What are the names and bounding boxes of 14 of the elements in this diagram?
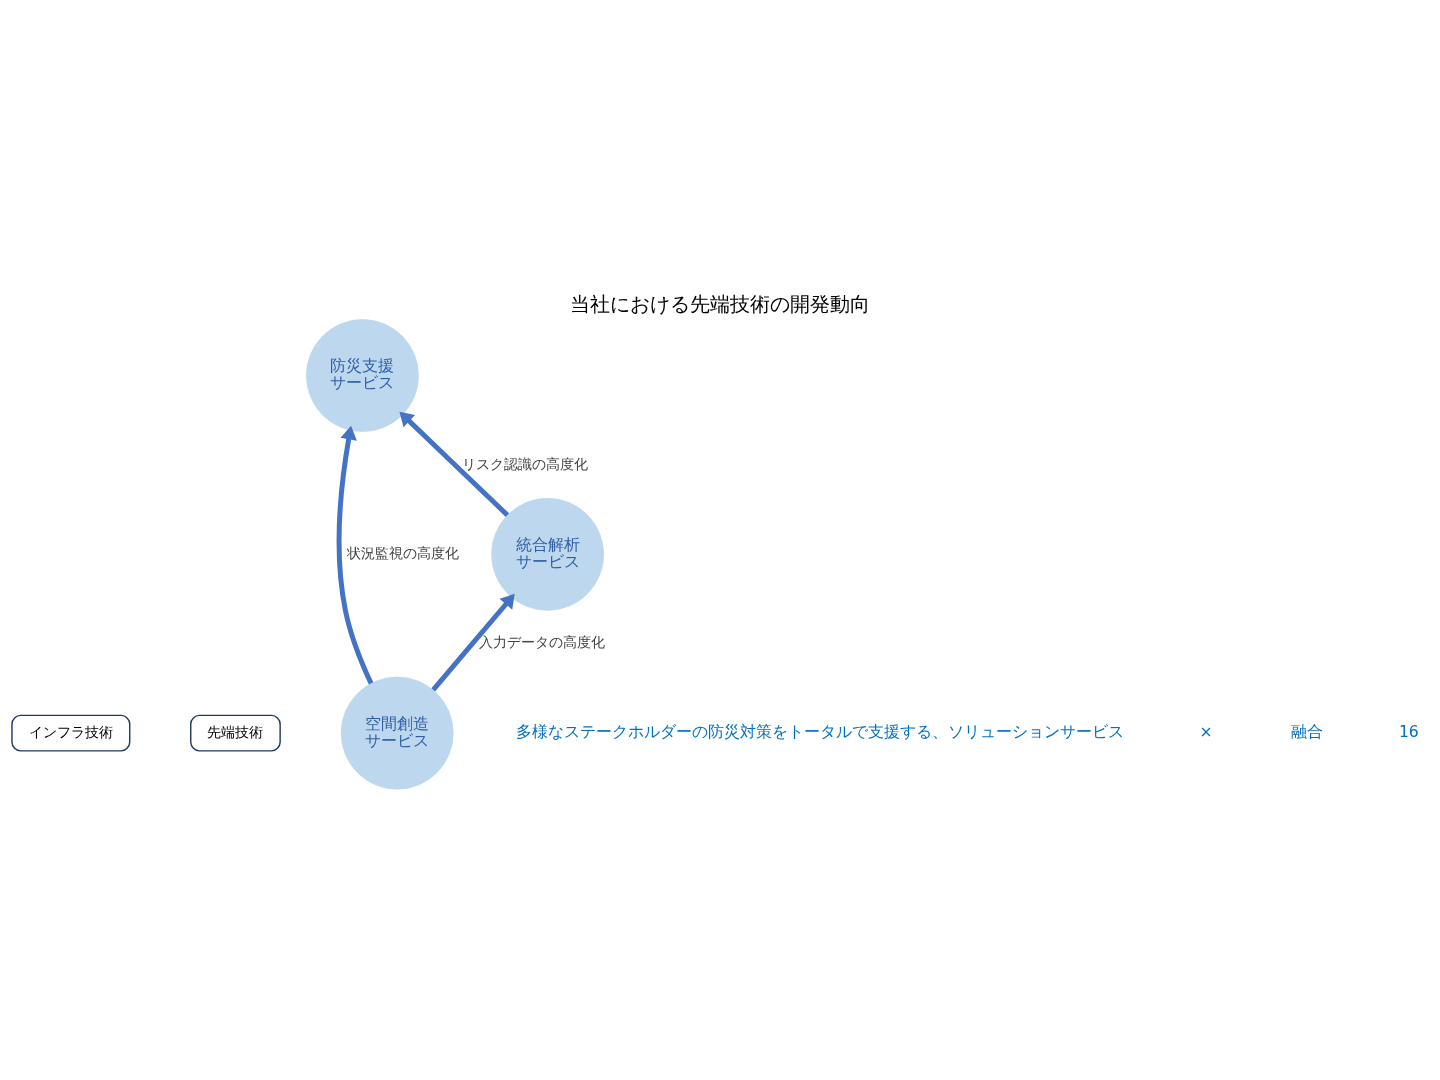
edge-label: リスク認識の高度化 bbox=[462, 454, 589, 471]
node-box: 先端技術 bbox=[190, 714, 281, 752]
edge-label: 入力データの高度化 bbox=[478, 633, 605, 650]
arrow bbox=[431, 593, 515, 692]
label: 多様なステークホルダーの防災対策をトータルで支援する、ソリューションサービス bbox=[516, 722, 1125, 741]
diagram-title: 当社における先端技術の開発動向 bbox=[570, 292, 870, 316]
arrow bbox=[336, 425, 374, 684]
label: 16 bbox=[1398, 722, 1419, 741]
node-box: インフラ技術 bbox=[11, 714, 131, 752]
label: × bbox=[1199, 722, 1213, 741]
edge-label: 状況監視の高度化 bbox=[347, 544, 460, 561]
label: 融合 bbox=[1291, 722, 1324, 741]
node-circle: 空間創造サービス bbox=[340, 676, 454, 789]
arrow bbox=[399, 411, 510, 517]
